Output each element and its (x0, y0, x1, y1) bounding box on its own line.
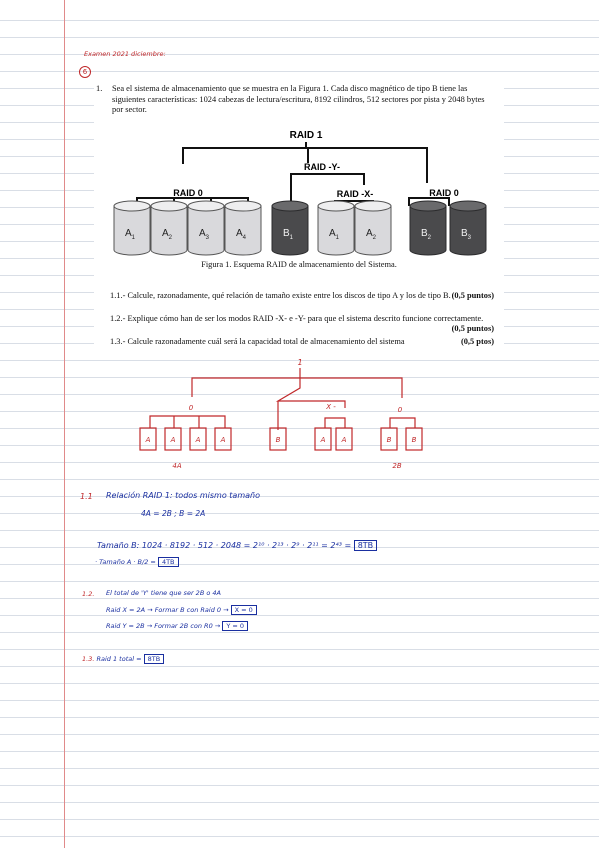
disk-label: A1 (329, 228, 340, 241)
raid0-left-label: RAID 0 (173, 188, 203, 198)
sketch-disk-box: B (269, 427, 287, 451)
size-b-expression: 1024 · 8192 · 512 · 2048 = 2¹⁰ · 2¹³ · 2… (141, 541, 352, 550)
sketch-left-label: 0 (189, 404, 194, 412)
disk-a1-left: A1 (113, 200, 151, 256)
disk-label: B1 (283, 228, 294, 241)
raid-x-result: X = 0 (230, 605, 257, 615)
size-a-label: · Tamaño A · (95, 558, 136, 566)
svg-text:A: A (195, 436, 201, 444)
disk-label: A2 (162, 228, 173, 241)
answer-1-2-raid-y: Raid Y = 2B → Formar 2B con R0 → Y = 0 (106, 621, 248, 631)
disk-a2-left: A2 (150, 200, 188, 256)
subquestion-text: 1.1.- Calcule, razonadamente, qué relaci… (110, 291, 451, 300)
disk-a2-mid: A2 (354, 200, 392, 256)
svg-text:B: B (412, 436, 417, 444)
disk-label: A3 (199, 228, 210, 241)
sketch-disk-box: B (380, 427, 398, 451)
size-a-expression: B/2 = (137, 558, 156, 566)
sketch-disk-box: A (314, 427, 332, 451)
disk-a4-left: A4 (224, 200, 262, 256)
answer-1-1-label: 1.1 (80, 492, 93, 501)
disk-label: A4 (236, 228, 247, 241)
subquestion-text: 1.3.- Calcule razonadamente cuál será la… (110, 337, 405, 346)
svg-text:A: A (145, 436, 151, 444)
margin-line (64, 0, 65, 848)
sketch-under-right: 2B (392, 462, 401, 470)
size-a-row: · Tamaño A · B/2 = 4TB (95, 557, 179, 567)
raid-x-label: RAID -X- (337, 189, 374, 199)
raid-x-explanation: Raid X = 2A → Formar B con Raid 0 → (106, 606, 229, 614)
disk-b2: B2 (409, 200, 447, 256)
sketch-disk-box: A (164, 427, 182, 451)
svg-text:A: A (220, 436, 226, 444)
size-a-result: 4TB (157, 557, 179, 567)
raid1-label: RAID 1 (290, 130, 323, 141)
subquestion-points: (0,5 puntos) (451, 291, 494, 300)
disk-a3-left: A3 (187, 200, 225, 256)
item-mark: 6 (79, 66, 91, 78)
answer-1-3-text: Raid 1 total = (96, 655, 142, 663)
answer-1-2-raid-x: Raid X = 2A → Formar B con Raid 0 → X = … (106, 605, 257, 615)
disk-label: A1 (125, 228, 136, 241)
raid-y-explanation: Raid Y = 2B → Formar 2B con R0 → (106, 622, 221, 630)
raid-y-result: Y = 0 (222, 621, 248, 631)
svg-text:A: A (320, 436, 326, 444)
disk-label: B3 (461, 228, 472, 241)
sketch-disk-box: A (189, 427, 207, 451)
handwritten-raid-sketch: 1 0 X - 0 A A A A B A A B B 4A 2B (139, 358, 423, 470)
sketch-under-left: 4A (172, 462, 181, 470)
raid-diagram: RAID 1 RAID -Y- RAID 0 RAID -X- RAID 0 A… (113, 130, 487, 256)
svg-text:A: A (341, 436, 347, 444)
disk-b1: B1 (271, 200, 309, 256)
subquestion-text: 1.2.- Explique cómo han de ser los modos… (110, 314, 484, 323)
disk-label: B2 (421, 228, 432, 241)
exam-header: Examen 2021 diciembre: (84, 50, 166, 58)
answer-1-1-equation: 4A = 2B ; B = 2A (141, 509, 206, 518)
sketch-disk-box: A (214, 427, 232, 451)
answer-1-3-label: 1.3. (82, 655, 95, 663)
sketch-top-label: 1 (297, 358, 302, 367)
question-number: 1. (96, 84, 103, 93)
size-b-result: 8TB (353, 540, 378, 551)
size-b-row: Tamaño B: 1024 · 8192 · 512 · 2048 = 2¹⁰… (97, 540, 378, 551)
svg-text:A: A (170, 436, 176, 444)
answer-1-2-text: El total de 'Y' tiene que ser 2B o 4A (106, 589, 221, 597)
sketch-disk-box: A (139, 427, 157, 451)
subquestion-1-1: 1.1.- Calcule, razonadamente, qué relaci… (110, 291, 494, 301)
svg-text:B: B (387, 436, 392, 444)
sketch-disk-box: A (335, 427, 353, 451)
figure-caption: Figura 1. Esquema RAID de almacenamiento… (201, 260, 397, 269)
answer-1-2-label: 1.2. (82, 590, 95, 598)
raid-y-label: RAID -Y- (304, 162, 340, 172)
question-text: Sea el sistema de almacenamiento que se … (112, 84, 485, 115)
answer-1-3-row: 1.3. Raid 1 total = 8TB (82, 654, 165, 664)
size-b-label: Tamaño B: (97, 541, 140, 550)
disk-a1-mid: A1 (317, 200, 355, 256)
subquestion-points: (0,5 ptos) (460, 337, 494, 346)
answer-1-1-text: Relación RAID 1: todos mismo tamaño (106, 491, 260, 500)
disk-label: A2 (366, 228, 377, 241)
raid0-right-label: RAID 0 (429, 188, 459, 198)
sketch-mid-label: X - (325, 403, 336, 411)
disk-b3: B3 (449, 200, 487, 256)
svg-text:B: B (276, 436, 281, 444)
subquestion-1-2: 1.2.- Explique cómo han de ser los modos… (110, 314, 494, 334)
answer-1-3-result: 8TB (143, 654, 165, 664)
question-block: 1. Sea el sistema de almacenamiento que … (96, 84, 494, 116)
subquestion-1-3: 1.3.- Calcule razonadamente cuál será la… (110, 337, 494, 347)
sketch-disk-box: B (405, 427, 423, 451)
sketch-right-label: 0 (398, 406, 403, 414)
subquestion-points: (0,5 puntos) (451, 324, 494, 333)
